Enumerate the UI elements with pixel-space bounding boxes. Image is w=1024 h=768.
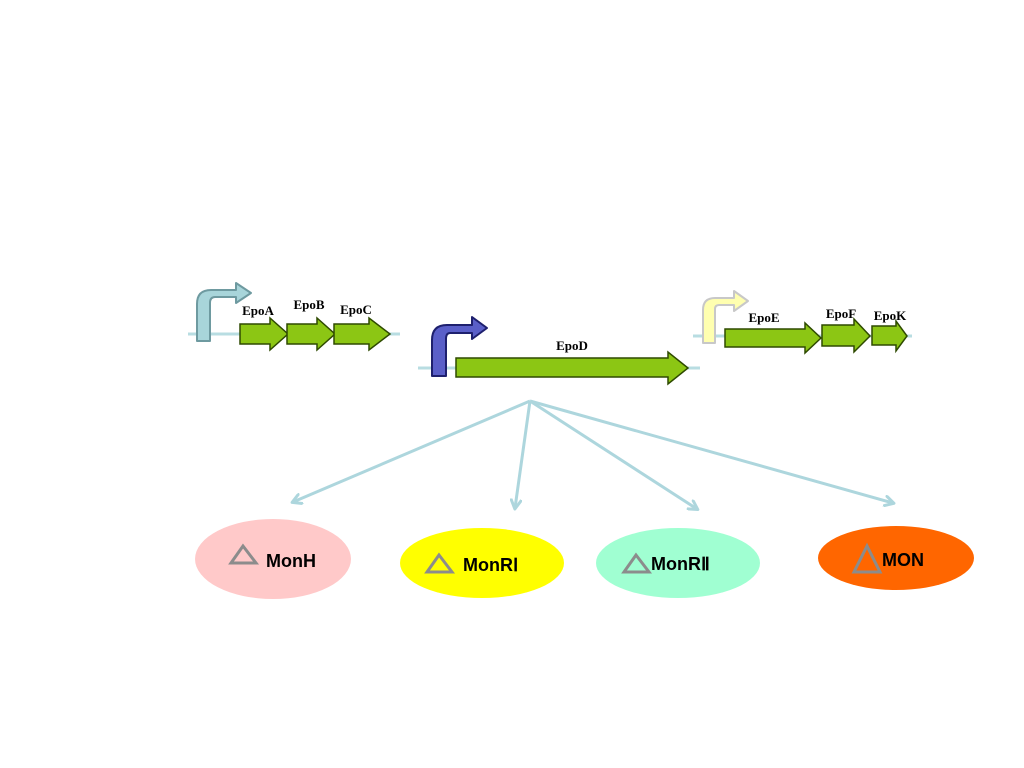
gene-arrow: [286, 316, 337, 352]
product-ellipse: [195, 519, 351, 599]
gene-label: EpoK: [874, 308, 907, 323]
connector-arrow: [529, 399, 893, 503]
gene-label: EpoA: [242, 303, 274, 318]
gene-arrow: [239, 316, 290, 352]
promoter-arrow-icon: [431, 316, 488, 377]
operon-1: EpoA EpoB EpoC: [188, 282, 400, 352]
product-node-mon: MON: [818, 526, 974, 590]
delta-triangle-icon: [621, 552, 653, 574]
operon-2: EpoD: [418, 316, 700, 386]
connector-arrow: [529, 399, 697, 509]
delta-triangle-icon: [228, 543, 260, 565]
promoter-arrow-icon: [702, 290, 749, 344]
promoter-arrow-icon: [196, 282, 252, 342]
operon-3: EpoE EpoF EpoK: [693, 290, 912, 355]
product-label: MonH: [266, 551, 316, 571]
gene-arrow: [455, 350, 690, 386]
product-node-monr2: MonRⅡ: [596, 528, 760, 598]
product-label: MonRⅡ: [651, 554, 710, 574]
gene-arrow: [333, 316, 392, 352]
product-label: MonRⅠ: [463, 555, 518, 575]
product-node-monh: MonH: [195, 519, 351, 599]
gene-arrow: [871, 318, 908, 354]
connector-arrows: [293, 399, 893, 509]
product-ellipse: [596, 528, 760, 598]
gene-label: EpoB: [293, 297, 324, 312]
product-label: MON: [882, 550, 924, 570]
product-node-monr1: MonRⅠ: [400, 528, 564, 598]
gene-arrow: [821, 317, 872, 354]
delta-triangle-icon: [851, 542, 883, 574]
delta-triangle-icon: [424, 552, 456, 574]
product-ellipse: [400, 528, 564, 598]
product-ellipse: [818, 526, 974, 590]
gene-label: EpoF: [826, 306, 856, 321]
gene-label: EpoD: [556, 338, 588, 353]
gene-arrow: [724, 321, 823, 355]
gene-label: EpoC: [340, 302, 372, 317]
connector-arrow: [515, 400, 532, 508]
gene-label: EpoE: [748, 310, 779, 325]
connector-arrow: [293, 399, 531, 502]
